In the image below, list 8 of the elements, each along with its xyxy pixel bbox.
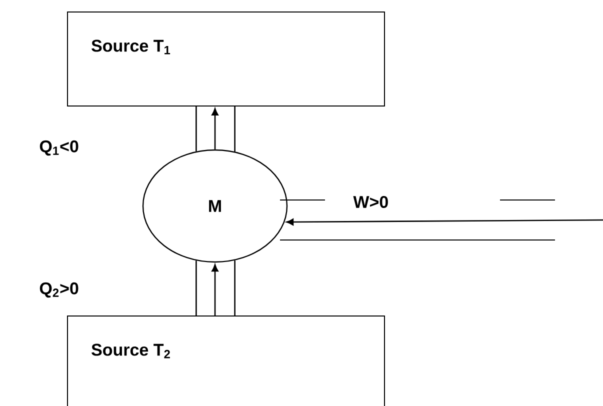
source-box: Source T$_{2}$ [67, 316, 385, 406]
arrow [286, 218, 603, 226]
arrow [212, 264, 218, 316]
flow-label: Q$_{2}$>0 [40, 282, 78, 298]
source-box: Source T$_{1}$ [67, 12, 385, 106]
edge-label: W>0 [353, 196, 388, 208]
arrow [212, 108, 218, 150]
flow-label: Q$_{1}$<0 [40, 140, 78, 156]
